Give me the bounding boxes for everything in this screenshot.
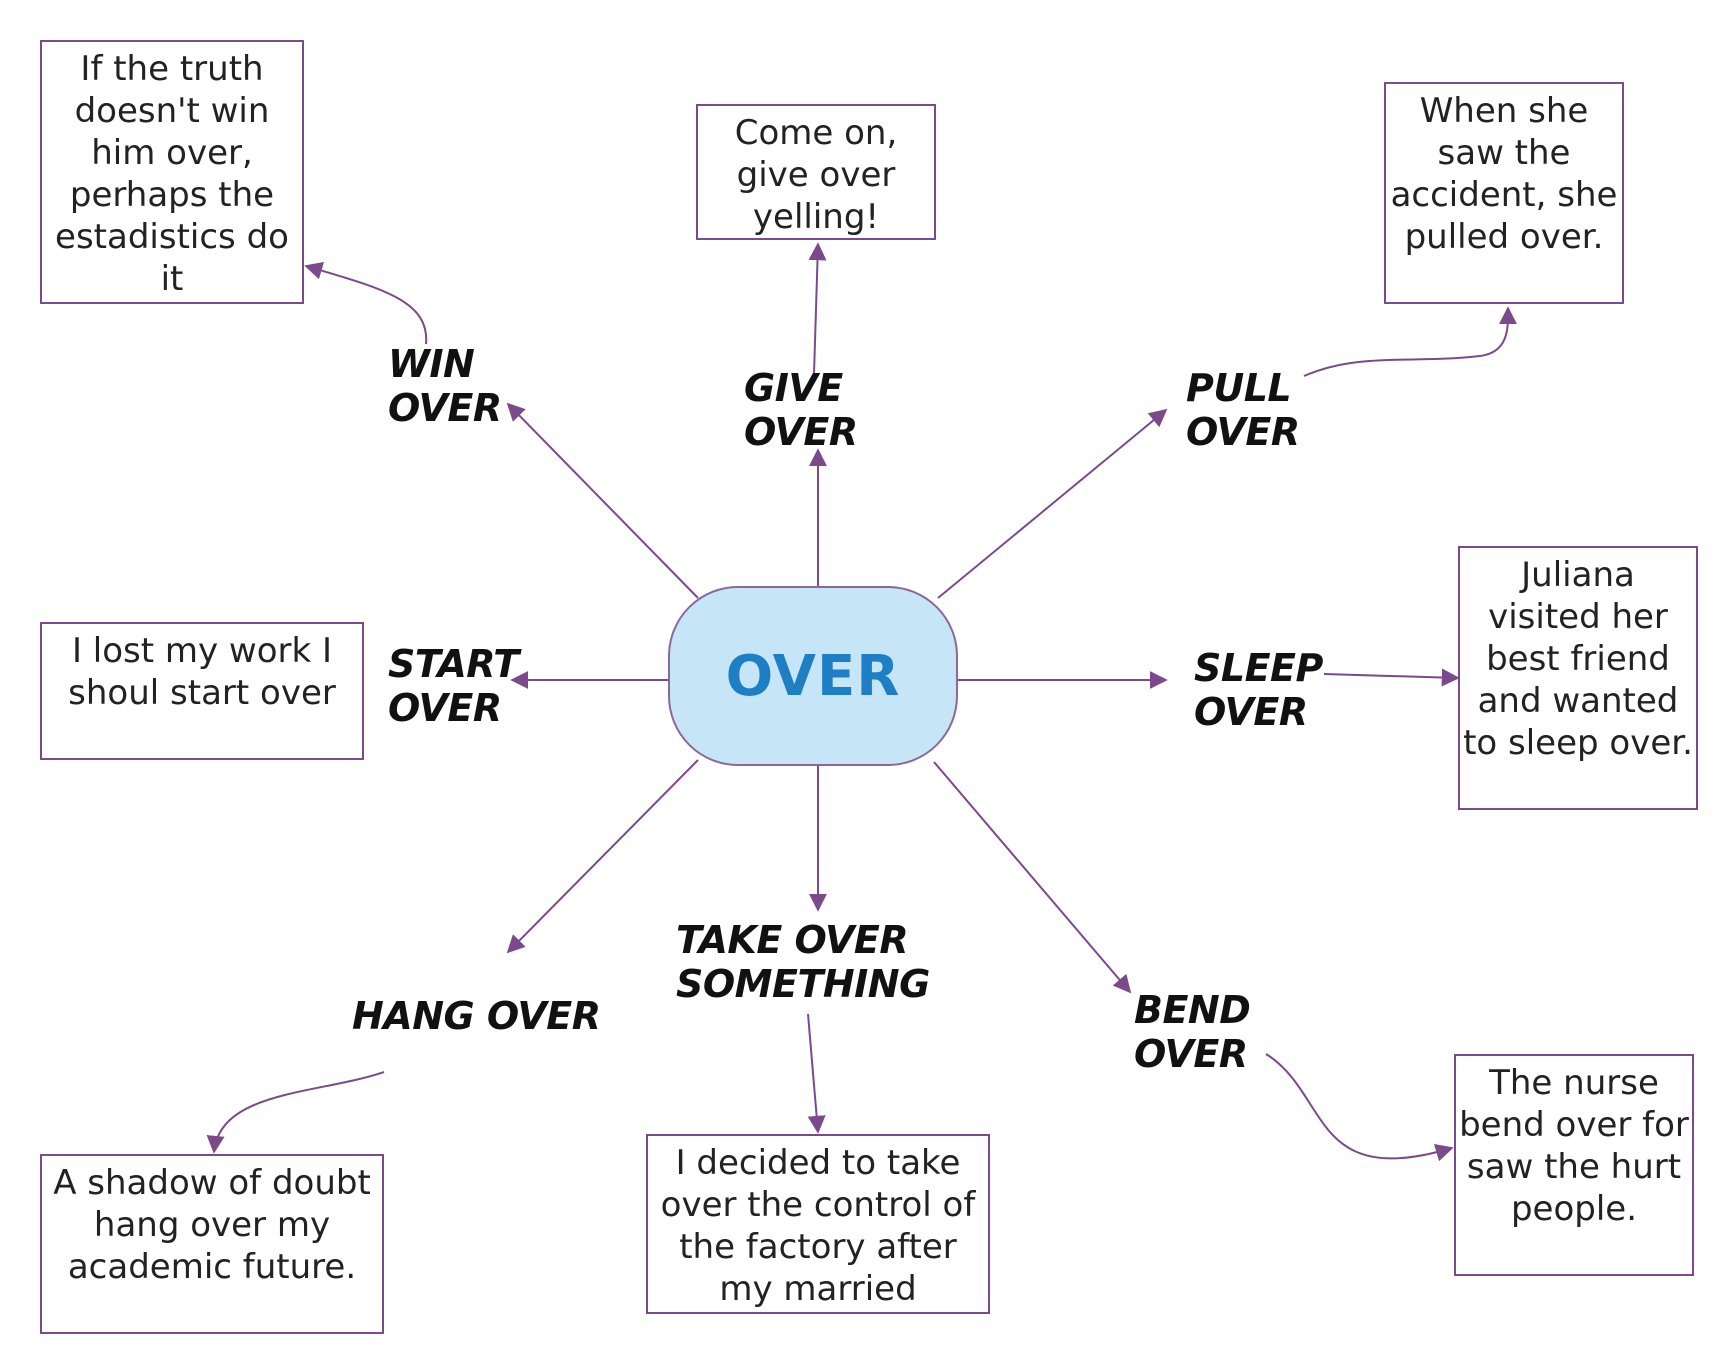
example-box-start-over: I lost my work I shoul start over — [40, 622, 364, 760]
example-box-bend-over: The nurse bend over for saw the hurt peo… — [1454, 1054, 1694, 1276]
example-text: When she saw the accident, she pulled ov… — [1390, 91, 1618, 257]
branch-label-line: OVER — [1194, 690, 1308, 734]
branch-label-line: PULL — [1186, 366, 1292, 410]
branch-label-win-over: WIN OVER — [388, 342, 502, 430]
branch-label-line: OVER — [1134, 1032, 1248, 1076]
connector-hang-over-to-box — [206, 1071, 385, 1154]
branch-label-bend-over: BEND OVER — [1134, 988, 1251, 1076]
branch-label-line: BEND — [1134, 988, 1251, 1032]
branch-label-start-over: START OVER — [388, 642, 519, 730]
branch-label-line: OVER — [1186, 410, 1300, 454]
example-box-take-over: I decided to take over the control of th… — [646, 1134, 990, 1314]
connector-bend-over-to-box — [1265, 1053, 1454, 1162]
branch-label-pull-over: PULL OVER — [1186, 366, 1300, 454]
example-box-win-over: If the truth doesn't win him over, perha… — [40, 40, 304, 304]
connector-center-to-win-over — [506, 402, 699, 599]
example-text: I lost my work I shoul start over — [68, 631, 336, 713]
connector-center-to-pull-over — [937, 408, 1168, 599]
connector-take-over-to-box — [807, 1013, 826, 1134]
branch-label-hang-over: HANG OVER — [352, 994, 601, 1038]
example-text: The nurse bend over for saw the hurt peo… — [1459, 1063, 1689, 1229]
center-label: OVER — [725, 643, 901, 709]
example-text: I decided to take over the control of th… — [660, 1143, 976, 1309]
connector-center-to-hang-over — [506, 759, 699, 954]
example-box-sleep-over: Juliana visited her best friend and want… — [1458, 546, 1698, 810]
branch-label-take-over: TAKE OVER SOMETHING — [676, 918, 930, 1006]
branch-label-line: START — [388, 642, 519, 686]
example-box-hang-over: A shadow of doubt hang over my academic … — [40, 1154, 384, 1334]
example-text: Come on, give over yelling! — [734, 113, 898, 237]
example-box-pull-over: When she saw the accident, she pulled ov… — [1384, 82, 1624, 304]
example-text: If the truth doesn't win him over, perha… — [55, 49, 289, 299]
example-text: A shadow of doubt hang over my academic … — [53, 1163, 371, 1287]
branch-label-line: HANG OVER — [352, 994, 601, 1038]
example-box-give-over: Come on, give over yelling! — [696, 104, 936, 240]
branch-label-sleep-over: SLEEP OVER — [1194, 646, 1323, 734]
branch-label-line: WIN — [388, 342, 475, 386]
branch-label-line: SLEEP — [1194, 646, 1323, 690]
center-node: OVER — [668, 586, 958, 766]
connector-win-over-to-box — [304, 261, 428, 345]
branch-label-line: SOMETHING — [676, 962, 930, 1006]
connector-center-to-bend-over — [933, 761, 1132, 994]
connector-pull-over-to-box — [1303, 306, 1518, 377]
branch-label-line: OVER — [388, 686, 502, 730]
example-text: Juliana visited her best friend and want… — [1463, 555, 1693, 763]
connector-give-over-to-box — [808, 242, 827, 375]
branch-label-line: OVER — [744, 410, 858, 454]
branch-label-line: GIVE — [744, 366, 843, 410]
branch-label-line: TAKE OVER — [676, 918, 909, 962]
branch-label-give-over: GIVE OVER — [744, 366, 858, 454]
connector-sleep-over-to-box — [1323, 668, 1460, 687]
branch-label-line: OVER — [388, 386, 502, 430]
